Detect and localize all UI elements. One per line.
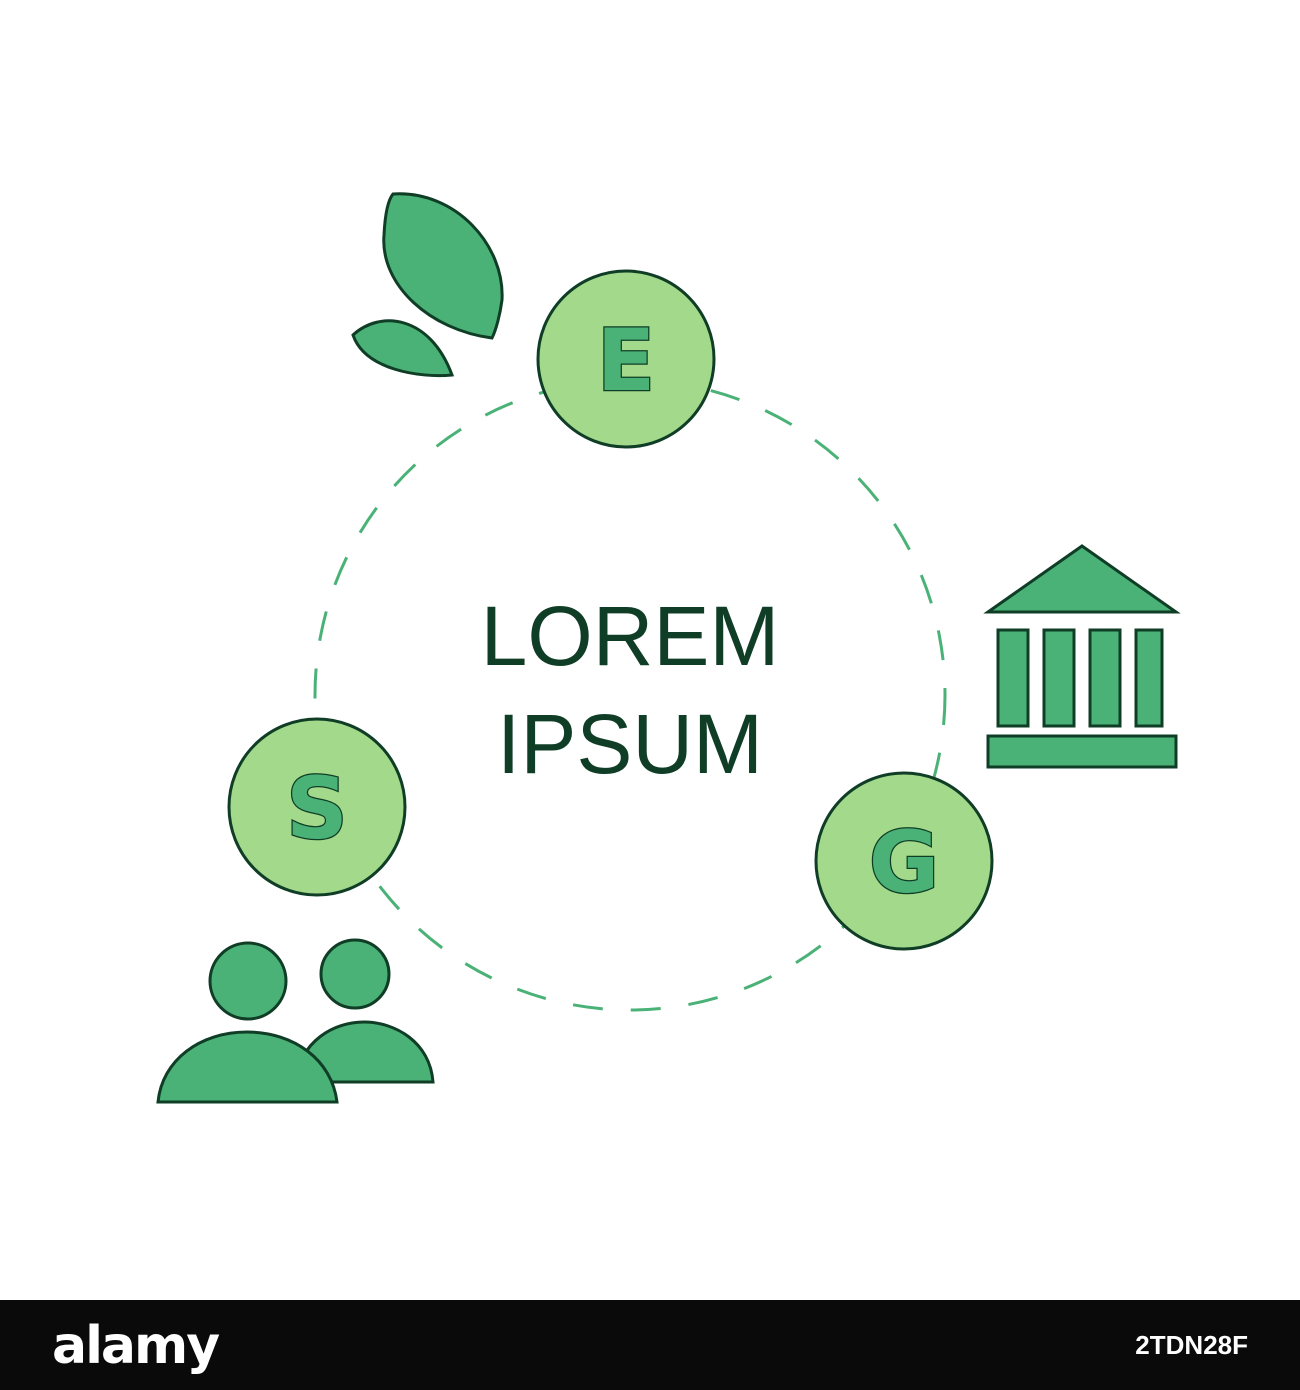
- s-badge-letter: S: [286, 759, 348, 859]
- e-badge: E: [536, 269, 716, 449]
- s-badge-circle: [227, 717, 407, 897]
- footer-bar: alamy 2TDN28F: [0, 1300, 1300, 1390]
- s-badge: S: [227, 717, 407, 897]
- dashed-cycle-ring: [313, 378, 947, 1012]
- center-label-line-2: IPSUM: [497, 697, 763, 791]
- e-badge-circle: [536, 269, 716, 449]
- bank-building-icon: [983, 544, 1181, 769]
- image-id-label: 2TDN28F: [1135, 1330, 1248, 1360]
- g-badge-letter: G: [869, 813, 940, 913]
- leaves-icon: [351, 192, 504, 378]
- e-badge-letter: E: [597, 311, 656, 411]
- g-badge: G: [814, 771, 994, 951]
- g-badge-circle: [814, 771, 994, 951]
- center-label-line-1: LOREM: [481, 589, 780, 683]
- alamy-logo: alamy: [52, 1316, 220, 1376]
- diagram-canvas: E LOREM IPSUM S G: [156, 192, 1181, 1104]
- people-icon: [156, 938, 435, 1104]
